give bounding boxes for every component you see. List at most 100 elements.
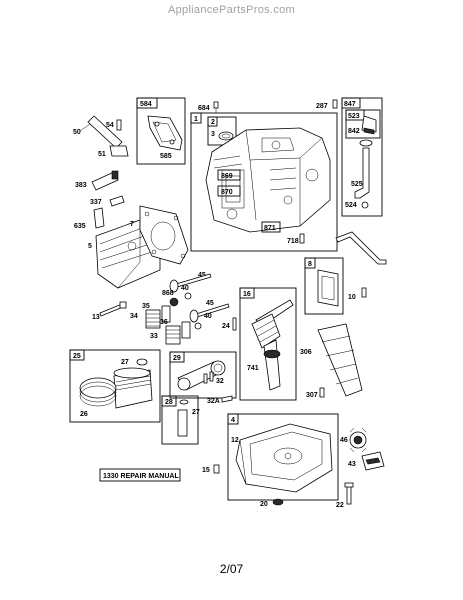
label-32a: 32A: [207, 398, 220, 405]
label-34: 34: [130, 313, 138, 320]
label-635: 635: [74, 223, 86, 230]
label-718: 718: [287, 238, 299, 245]
piston-ring-1: [79, 377, 117, 399]
spring-33: [165, 325, 181, 345]
box-584: [136, 97, 186, 165]
label-847: 847: [344, 101, 356, 108]
part-287[interactable]: 287: [316, 99, 338, 110]
group-1-engine-block[interactable]: 1 2 3 869 870 871 718: [190, 112, 338, 252]
group-847-dipstick[interactable]: 847 523 842 525 524: [341, 97, 383, 217]
group-28-piston-pin[interactable]: 28 27: [161, 395, 200, 445]
parts-governor[interactable]: 46 43: [340, 427, 385, 471]
box-871: [261, 221, 281, 233]
part-50-tube[interactable]: 50 54 51 383 337 635: [73, 115, 129, 230]
label-383: 383: [75, 182, 87, 189]
label-5: 5: [88, 243, 92, 250]
part-5-cylinder-head[interactable]: 5 7: [88, 205, 189, 289]
label-29: 29: [173, 355, 181, 362]
label-32: 32: [216, 378, 224, 385]
box-28: [161, 395, 199, 445]
seal-ring: [218, 131, 234, 141]
label-45b: 45: [206, 300, 214, 307]
breather-plate: [317, 269, 339, 307]
label-43: 43: [348, 461, 356, 468]
part-306[interactable]: 306 307: [300, 323, 363, 399]
label-3: 3: [211, 131, 215, 138]
box-870: [217, 185, 241, 197]
label-40b: 40: [204, 313, 212, 320]
part-635: [93, 207, 105, 229]
dipstick-tube: [354, 147, 370, 199]
parts-valves[interactable]: 45 40 868 45 40: [162, 272, 230, 330]
box-2: [207, 116, 237, 146]
label-repair-manual: 1330 REPAIR MANUAL: [103, 473, 179, 480]
parts-springs-lifters[interactable]: 35 34 36 33: [130, 303, 191, 345]
clip-27: [136, 358, 148, 366]
label-54: 54: [106, 122, 114, 129]
label-36: 36: [160, 319, 168, 326]
label-842: 842: [348, 128, 360, 135]
part-32a[interactable]: 32A: [207, 395, 233, 405]
oil-seal-20: [272, 498, 284, 506]
lifter-36: [181, 321, 191, 339]
box-1: [190, 112, 338, 252]
label-13: 13: [92, 314, 100, 321]
group-29-connecting-rod[interactable]: 29 32: [169, 351, 237, 399]
bracket-51: [109, 145, 129, 157]
label-525: 525: [351, 181, 363, 188]
label-51: 51: [98, 151, 106, 158]
label-307: 307: [306, 392, 318, 399]
repair-manual-label[interactable]: 1330 REPAIR MANUAL: [99, 468, 181, 482]
group-25-piston[interactable]: 25 27 26: [69, 349, 161, 423]
tube-50: [87, 115, 123, 149]
label-337: 337: [90, 199, 102, 206]
label-20: 20: [260, 501, 268, 508]
label-8: 8: [308, 261, 312, 268]
label-15: 15: [202, 467, 210, 474]
spark-plug: [109, 195, 125, 207]
shield-306: [317, 323, 363, 397]
label-2: 2: [211, 119, 215, 126]
breather-cover: [147, 115, 183, 151]
lifter-35: [161, 305, 171, 323]
group-8-breather[interactable]: 8 10: [304, 257, 367, 315]
part-linkage-rod[interactable]: [335, 231, 387, 265]
label-24: 24: [222, 323, 230, 330]
label-22: 22: [336, 502, 344, 509]
clip-28: [179, 399, 189, 405]
label-869: 869: [221, 173, 233, 180]
label-33: 33: [150, 333, 158, 340]
label-524: 524: [345, 202, 357, 209]
label-10: 10: [348, 294, 356, 301]
label-871: 871: [264, 225, 276, 232]
box-25: [69, 349, 161, 423]
label-16: 16: [243, 291, 251, 298]
crank-web: [251, 313, 281, 349]
part-24[interactable]: 24: [222, 317, 237, 331]
box-847: [341, 97, 383, 217]
label-12: 12: [231, 437, 239, 444]
label-870: 870: [221, 189, 233, 196]
group-4-sump[interactable]: 4 12 20: [227, 413, 339, 508]
part-13[interactable]: 13: [92, 301, 127, 321]
label-27b: 27: [192, 409, 200, 416]
group-16-crankshaft[interactable]: 16 741: [239, 287, 297, 401]
box-584-tag: [136, 97, 158, 109]
page-number: 2/07: [219, 562, 244, 576]
label-7: 7: [130, 221, 134, 228]
gear-868: [169, 297, 179, 307]
label-50: 50: [73, 129, 81, 136]
label-523: 523: [348, 113, 360, 120]
part-684[interactable]: 684: [198, 101, 219, 113]
label-1: 1: [194, 116, 198, 123]
box-8: [304, 257, 344, 315]
part-22[interactable]: 22: [336, 482, 354, 509]
part-383: [91, 171, 119, 191]
label-306: 306: [300, 349, 312, 356]
label-27a: 27: [121, 359, 129, 366]
group-584[interactable]: 584 585: [136, 97, 186, 165]
part-15[interactable]: 15: [202, 464, 220, 474]
dowel-pin: [299, 233, 305, 244]
box-869: [217, 169, 241, 181]
